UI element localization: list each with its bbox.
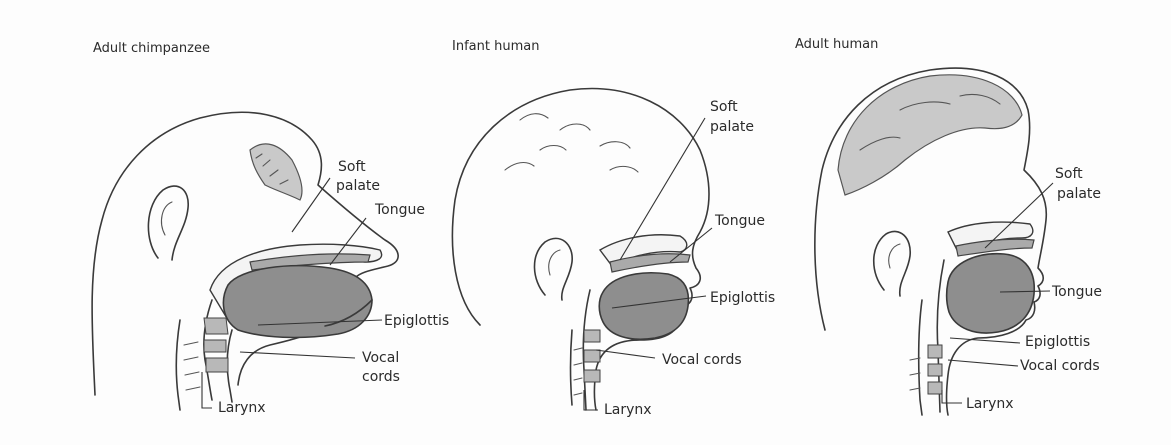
panel-adult-human: Adult human Soft [795, 37, 1102, 415]
label-tongue: Tongue [374, 202, 425, 218]
panel-title-adult-chimpanzee: Adult chimpanzee [93, 41, 210, 56]
label-soft-palate-line1: Soft [338, 159, 366, 175]
label-vocal-cords-line2: cords [362, 369, 400, 385]
label-vocal-cords-line1: Vocal [362, 350, 399, 366]
label-soft-palate-line2: palate [336, 178, 380, 194]
label-soft-palate-line2: palate [710, 119, 754, 135]
label-epiglottis: Epiglottis [384, 313, 449, 329]
label-tongue: Tongue [1051, 284, 1102, 300]
adult-human-head-drawing [815, 68, 1046, 415]
panel-title-adult-human: Adult human [795, 37, 878, 52]
label-vocal-cords: Vocal cords [662, 352, 742, 368]
chimpanzee-head-drawing [92, 112, 398, 410]
label-epiglottis: Epiglottis [710, 290, 775, 306]
label-tongue: Tongue [714, 213, 765, 229]
label-soft-palate-line1: Soft [710, 99, 738, 115]
label-larynx: Larynx [218, 400, 266, 416]
label-soft-palate-line2: palate [1057, 186, 1101, 202]
panel-title-infant-human: Infant human [452, 39, 539, 54]
label-soft-palate-line1: Soft [1055, 166, 1083, 182]
panel-adult-chimpanzee: Adult chimpanzee [92, 41, 449, 416]
label-vocal-cords: Vocal cords [1020, 358, 1100, 374]
label-epiglottis: Epiglottis [1025, 334, 1090, 350]
label-larynx: Larynx [966, 396, 1014, 412]
label-larynx: Larynx [604, 402, 652, 418]
panel-infant-human: Infant human Soft pal [452, 39, 775, 418]
